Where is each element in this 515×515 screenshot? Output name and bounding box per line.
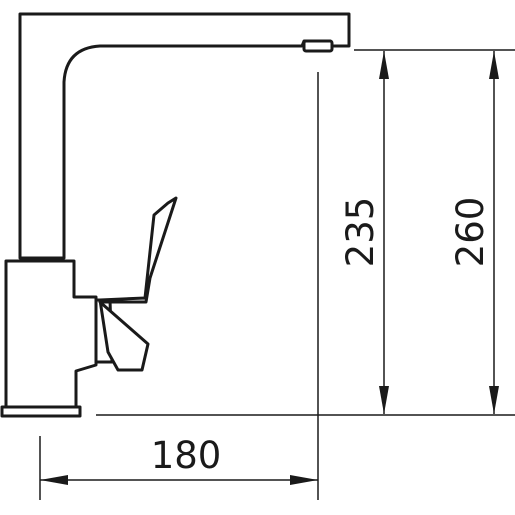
- outlet-height-dimension-label: 235: [339, 197, 382, 268]
- faucet-foot-plate: [0, 405, 82, 418]
- outlet-height-arrow-top: [379, 51, 389, 79]
- reach-arrow-left: [40, 475, 68, 485]
- faucet-aerator: [302, 39, 334, 53]
- faucet-lever-handle: [98, 196, 178, 372]
- total-height-arrow-top: [489, 51, 499, 79]
- reach-dimension-label: 180: [151, 434, 222, 477]
- total-height-dimension-label: 260: [449, 197, 492, 268]
- faucet-base: [4, 259, 98, 409]
- total-height-arrow-bottom: [489, 386, 499, 414]
- faucet-spout-and-column: [18, 12, 351, 260]
- outlet-height-arrow-bottom: [379, 386, 389, 414]
- reach-arrow-right: [290, 475, 318, 485]
